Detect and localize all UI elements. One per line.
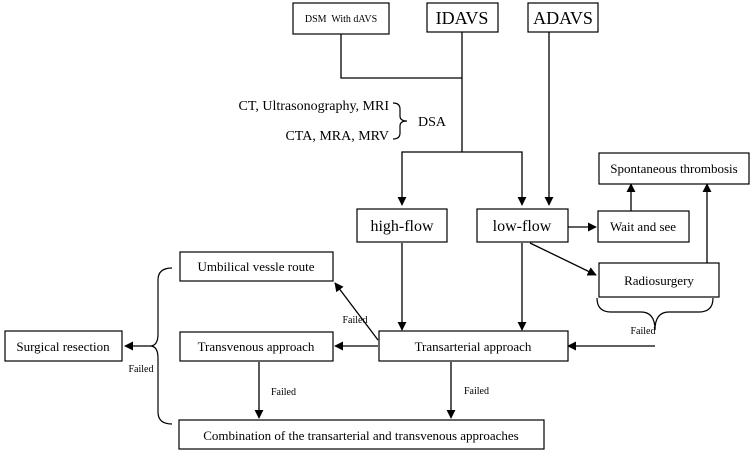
edge-label-failed-radiosurgery: Failed bbox=[631, 326, 656, 337]
node-umbilical-label: Umbilical vessle route bbox=[198, 259, 315, 274]
arrow-transarterial-to-umbilical bbox=[334, 282, 379, 341]
dsa-label: DSA bbox=[418, 115, 447, 130]
connector-dsm-merge bbox=[340, 34, 462, 79]
edge-label-failed-transarterial: Failed bbox=[464, 386, 489, 397]
node-dsm-box bbox=[292, 2, 390, 35]
node-idavs-label: IDAVS bbox=[436, 8, 489, 28]
connectors bbox=[124, 32, 712, 419]
node-surgical-resection-label: Surgical resection bbox=[16, 339, 110, 354]
imaging-line1-label: CT, Ultrasonography, MRI bbox=[239, 99, 390, 114]
node-wait-and-see-box bbox=[597, 210, 690, 243]
node-transvenous-box bbox=[179, 331, 334, 362]
node-transarterial-label: Transarterial approach bbox=[415, 339, 532, 354]
node-transarterial-box bbox=[378, 330, 569, 362]
node-spontaneous-thrombosis-label: Spontaneous thrombosis bbox=[610, 161, 737, 176]
node-low-flow-box bbox=[476, 208, 569, 243]
node-combination-label: Combination of the transarterial and tra… bbox=[203, 428, 519, 443]
node-low-flow-label: low-flow bbox=[493, 218, 552, 235]
node-labels: DSM With dAVS IDAVS ADAVS CT, Ultrasonog… bbox=[16, 8, 737, 443]
brace-failed-alternatives bbox=[149, 267, 173, 425]
node-umbilical-box bbox=[179, 251, 334, 282]
arrow-low-flow-to-radiosurgery bbox=[529, 242, 597, 276]
braces bbox=[149, 102, 714, 425]
edge-label-failed-transvenous: Failed bbox=[271, 387, 296, 398]
edge-label-failed-surgical: Failed bbox=[129, 364, 154, 375]
node-high-flow-label: high-flow bbox=[370, 218, 434, 235]
brace-dsa bbox=[392, 102, 408, 140]
node-dsm-label: DSM With dAVS bbox=[305, 14, 377, 25]
edge-label-failed-umbilical: Failed bbox=[343, 315, 368, 326]
node-high-flow-box bbox=[356, 208, 448, 243]
arrow-to-low-flow bbox=[462, 151, 527, 206]
node-idavs-box bbox=[426, 2, 499, 33]
brace-radiosurgery-failed bbox=[596, 297, 714, 331]
node-transvenous-label: Transvenous approach bbox=[198, 339, 315, 354]
node-wait-and-see-label: Wait and see bbox=[610, 219, 676, 234]
node-spontaneous-thrombosis-box bbox=[598, 152, 750, 185]
node-surgical-resection-box bbox=[4, 330, 123, 362]
imaging-line2-label: CTA, MRA, MRV bbox=[285, 129, 389, 144]
node-radiosurgery-box bbox=[598, 262, 720, 298]
node-adavs-label: ADAVS bbox=[533, 8, 593, 28]
nodes bbox=[4, 2, 750, 450]
arrow-to-high-flow bbox=[397, 151, 462, 206]
node-combination-box bbox=[178, 419, 545, 450]
node-radiosurgery-label: Radiosurgery bbox=[624, 273, 694, 288]
edge-labels: Failed Failed Failed Failed Failed bbox=[129, 315, 656, 398]
node-adavs-box bbox=[527, 2, 599, 33]
